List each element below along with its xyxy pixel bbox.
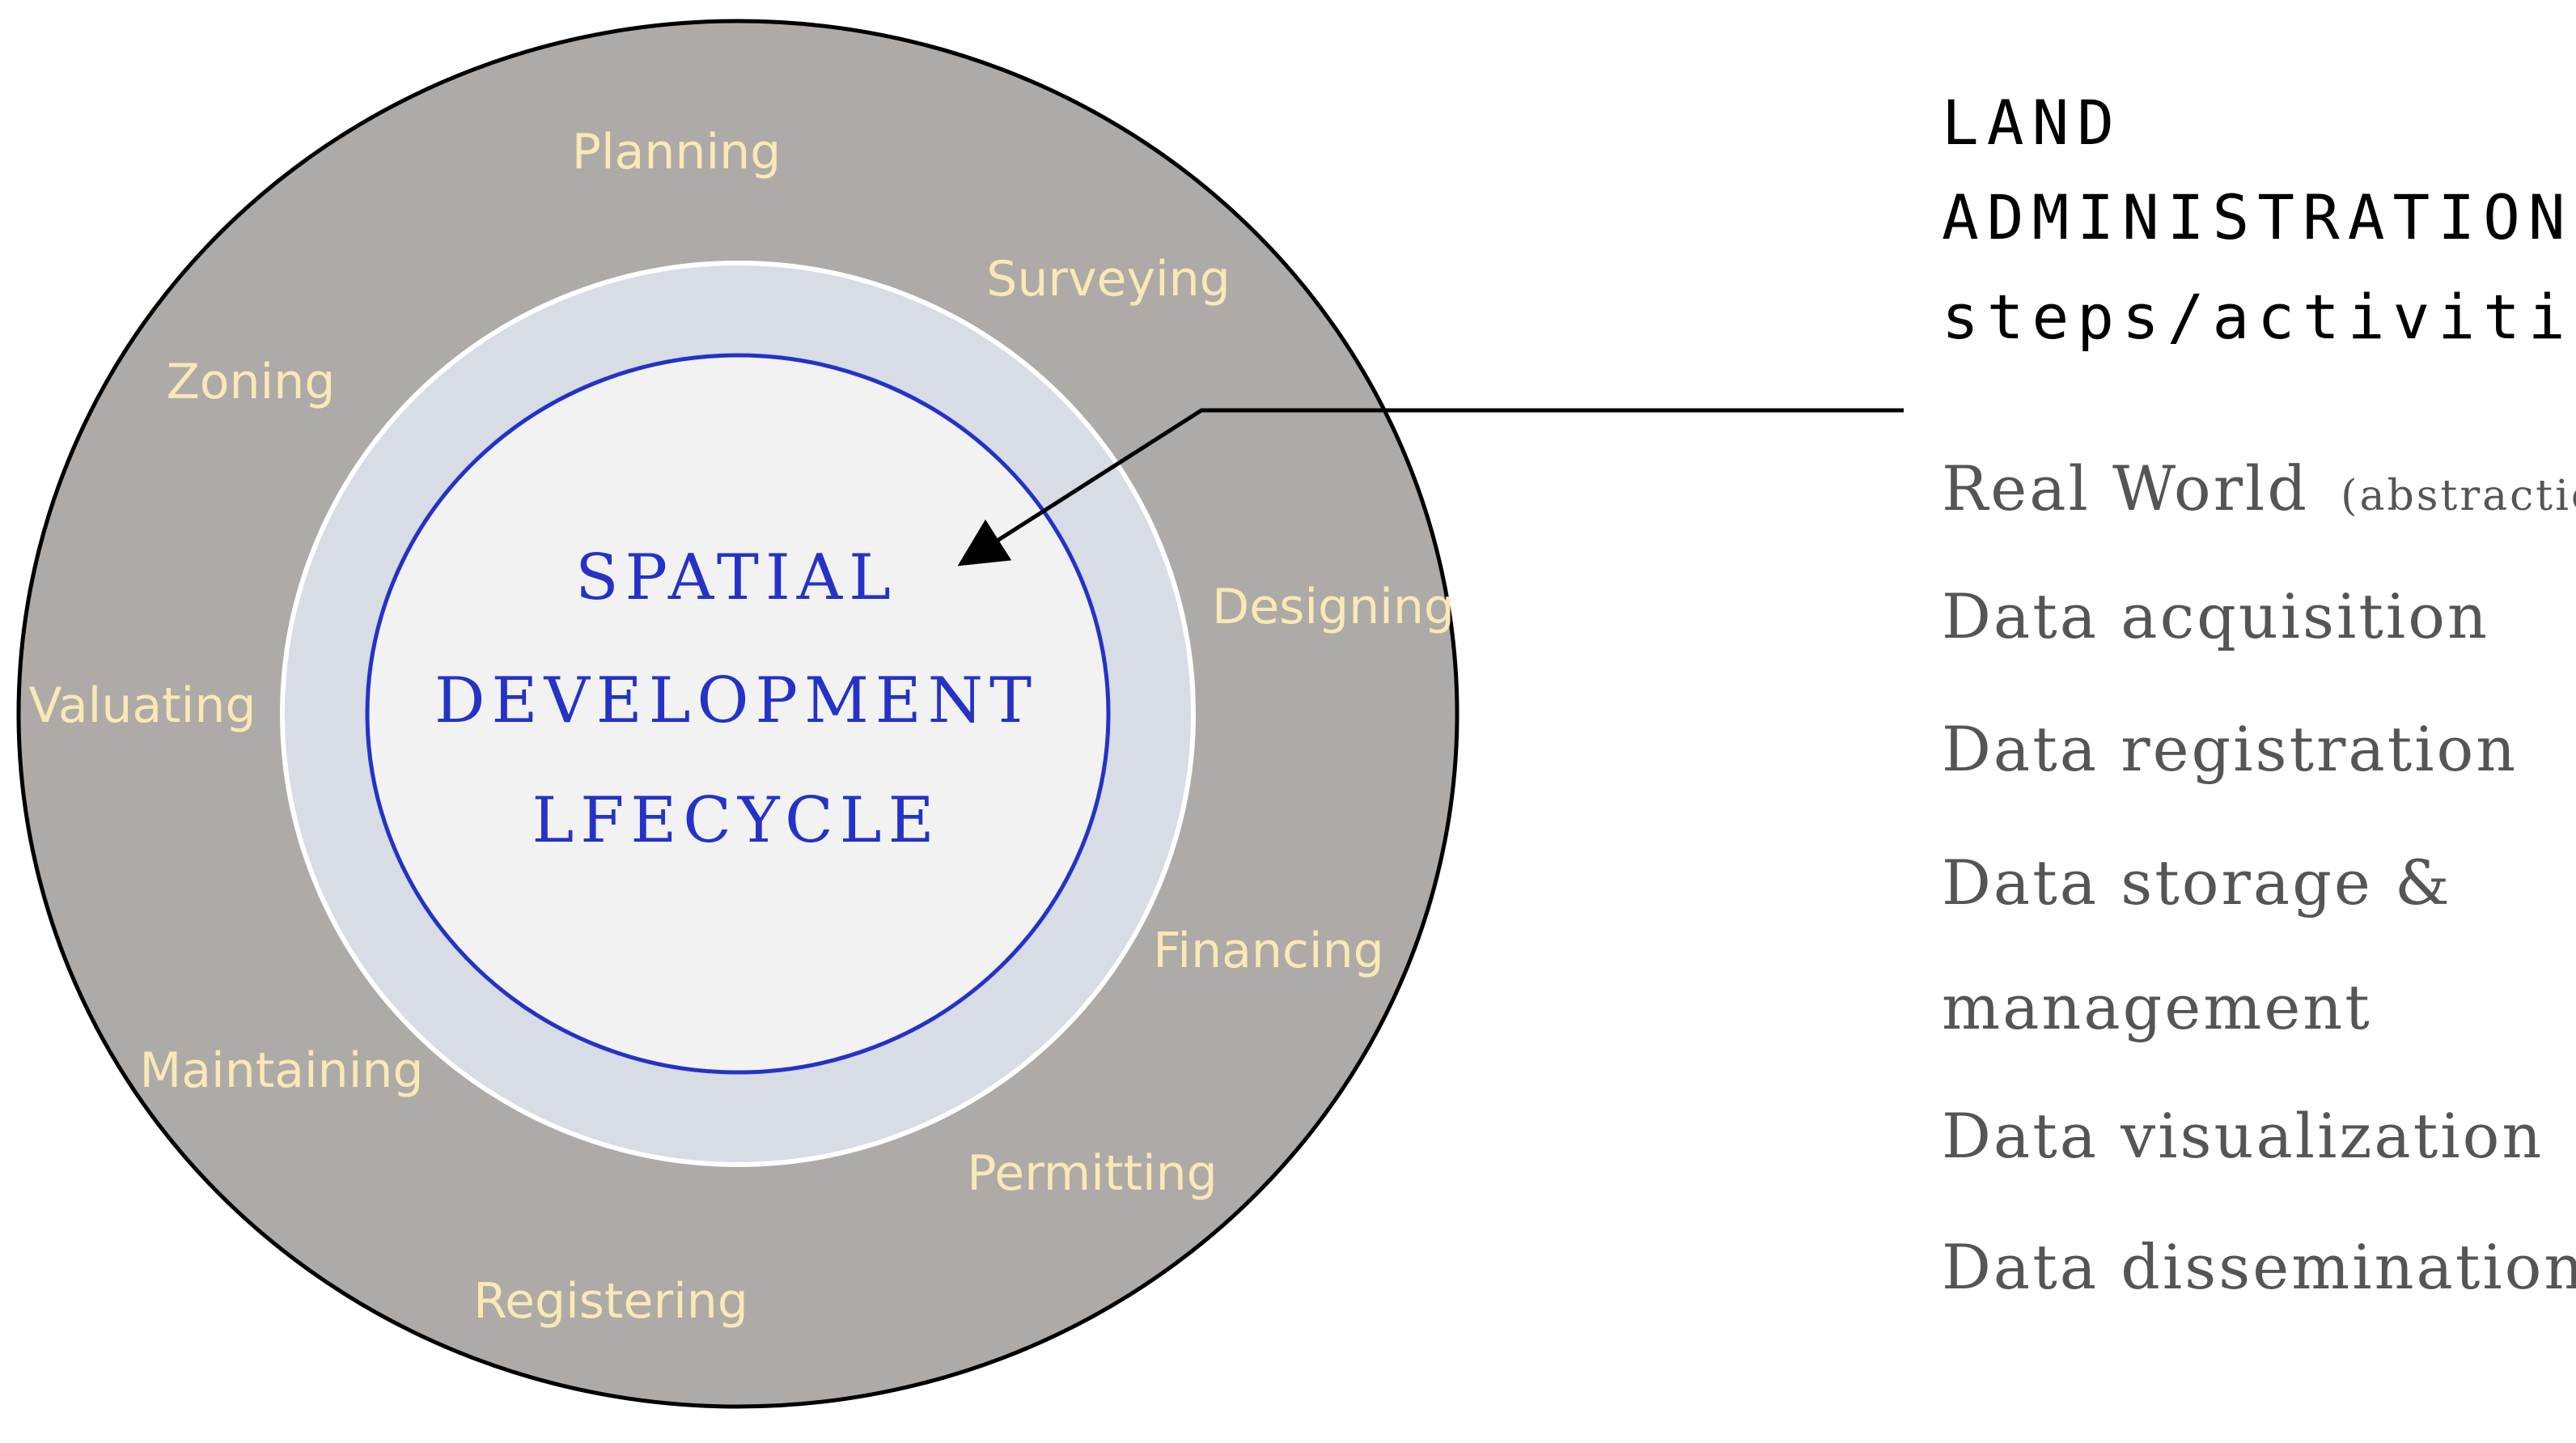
stage-designing: Designing	[1212, 579, 1455, 635]
stage-financing: Financing	[1153, 923, 1383, 979]
stage-surveying: Surveying	[986, 251, 1231, 308]
stage-planning: Planning	[572, 124, 781, 180]
inner-circle	[365, 353, 1111, 1075]
step-data-registration: Data registration	[1942, 713, 2518, 785]
step-data-acquisition: Data acquisition	[1942, 580, 2489, 652]
step-data-storage-line-1: Data storage &	[1942, 847, 2452, 919]
stage-maintaining: Maintaining	[139, 1042, 423, 1099]
center-title-line-2: DEVELOPMENT	[434, 664, 1038, 737]
step-data-storage-line-2: management	[1942, 971, 2372, 1043]
step-real-world-label: Real World	[1942, 452, 2309, 524]
side-title-line-2: ADMINISTRATION	[1942, 181, 2574, 253]
stage-permitting: Permitting	[967, 1145, 1218, 1202]
center-title-line-3: LFECYCLE	[532, 784, 940, 857]
stage-zoning: Zoning	[167, 354, 336, 410]
step-data-visualization: Data visualization	[1942, 1100, 2544, 1172]
side-title-line-3: steps/activities	[1942, 281, 2576, 353]
stage-registering: Registering	[473, 1273, 748, 1330]
step-real-world: Real World (abstraction)	[1942, 452, 2576, 524]
center-title-line-1: SPATIAL	[575, 541, 897, 614]
connector-line	[957, 408, 1904, 567]
step-data-dissemination: Data dissemination	[1942, 1231, 2576, 1303]
side-title-line-1: LAND	[1942, 87, 2122, 159]
step-real-world-note: (abstraction)	[2341, 472, 2576, 520]
stage-valuating: Valuating	[29, 677, 256, 734]
